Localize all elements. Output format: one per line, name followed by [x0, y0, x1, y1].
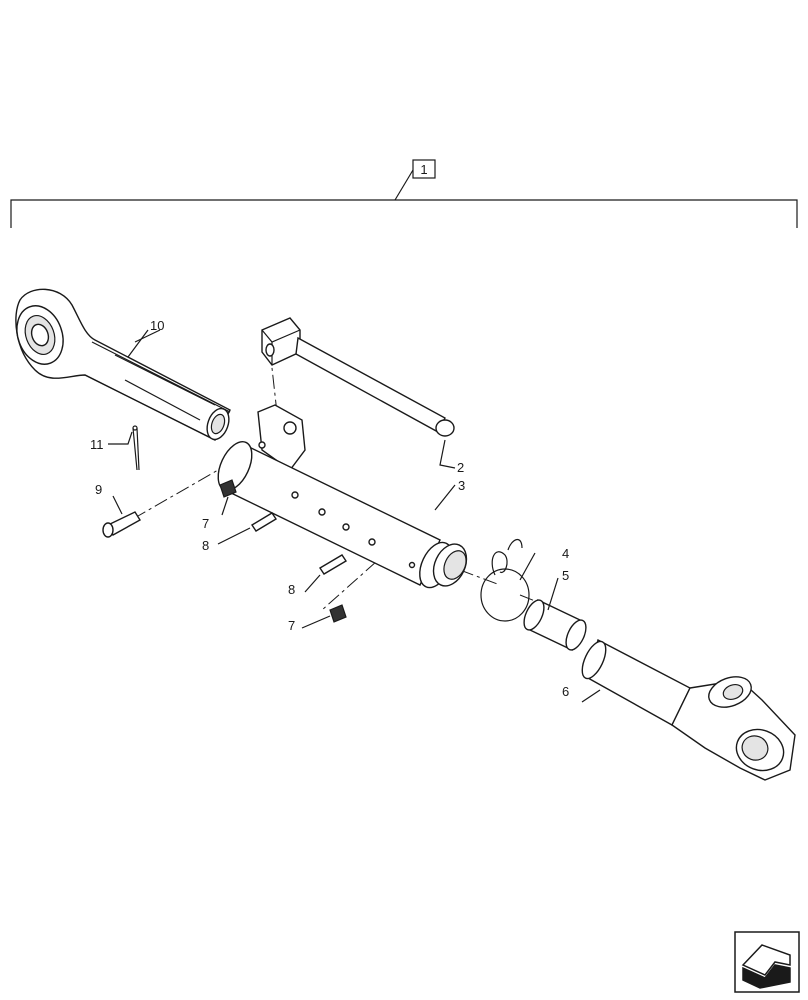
page-navigation-arrow-icon[interactable]: [734, 931, 800, 993]
part-8-roll-pin-upper: [251, 512, 277, 532]
part-3-tube-body: [217, 404, 468, 589]
assembly-number: 1: [420, 162, 427, 177]
center-lines: [137, 349, 546, 611]
part-7-grease-nipple-upper: [219, 479, 237, 498]
callout-9: 9: [95, 482, 102, 497]
part-8-roll-pin-lower: [319, 554, 347, 575]
callout-7-upper: 7: [202, 516, 209, 531]
callout-7-lower: 7: [288, 618, 295, 633]
part-7-grease-nipple-lower: [329, 604, 347, 623]
callout-2: 2: [457, 460, 464, 475]
callout-4: 4: [562, 546, 569, 561]
callout-11: 11: [90, 437, 104, 452]
leader-lines: [108, 329, 601, 703]
callout-8-lower: 8: [288, 582, 295, 597]
part-10-ball-end-link: [15, 288, 231, 441]
part-5-bush: [523, 599, 587, 651]
callout-5: 5: [562, 568, 569, 583]
callout-6: 6: [562, 684, 569, 699]
callout-3: 3: [458, 478, 465, 493]
part-6-clevis-screw: [581, 638, 796, 781]
part-9-clevis-pin: [102, 511, 141, 538]
part-4-retaining-clip: [480, 539, 530, 622]
callout-8-upper: 8: [202, 538, 209, 553]
part-2-pin: [261, 317, 455, 437]
assembly-bracket: 1: [10, 159, 798, 228]
part-11-linch-pin: [132, 425, 140, 471]
callout-10: 10: [150, 318, 164, 333]
